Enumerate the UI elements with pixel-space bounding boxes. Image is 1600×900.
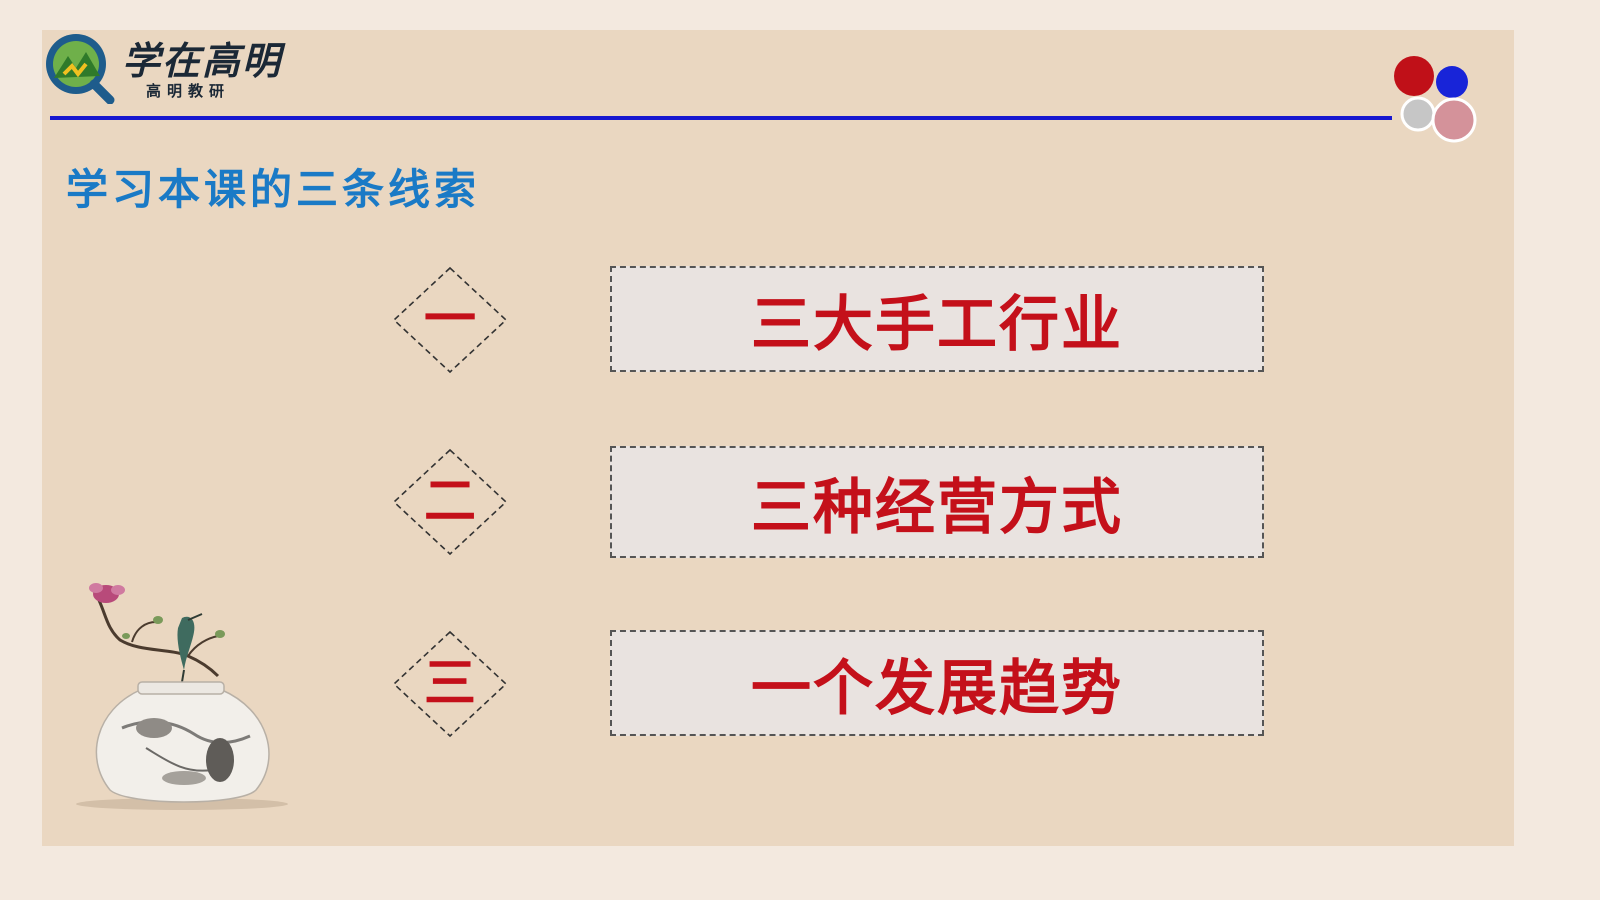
header-divider [50, 116, 1392, 120]
thread-box-3[interactable]: 一个发展趋势 [610, 630, 1264, 736]
thread-label: 三大手工行业 [751, 289, 1123, 360]
diamond-frame-icon [392, 266, 508, 374]
thread-number-label: 二 [423, 472, 476, 532]
vase-flower-bird-icon [76, 583, 288, 810]
diamond-frame-icon [392, 630, 508, 738]
page-title: 学习本课的三条线索 [66, 165, 481, 214]
thread-box-1[interactable]: 三大手工行业 [610, 266, 1264, 372]
thread-number-2: 二 [392, 448, 508, 556]
thread-label: 三种经营方式 [751, 472, 1123, 543]
thread-number-3: 三 [392, 630, 508, 738]
thread-number-label: 三 [423, 654, 476, 714]
thread-number-1: 一 [392, 266, 508, 374]
thread-label: 一个发展趋势 [751, 653, 1123, 724]
magnifier-mountain-logo-icon [46, 34, 115, 104]
diamond-frame-icon [392, 448, 508, 556]
logo-subtitle: 高明教研 [146, 82, 231, 100]
four-circles-icon [1394, 56, 1477, 143]
slide: 学在高明 高明教研 学习本课的三条线索 一 三大手工行业 二 三种经营方式 三 [42, 30, 1514, 846]
logo: 学在高明 高明教研 [42, 30, 312, 108]
logo-title: 学在高明 [122, 38, 283, 83]
thread-box-2[interactable]: 三种经营方式 [610, 446, 1264, 558]
thread-number-label: 一 [423, 290, 476, 350]
